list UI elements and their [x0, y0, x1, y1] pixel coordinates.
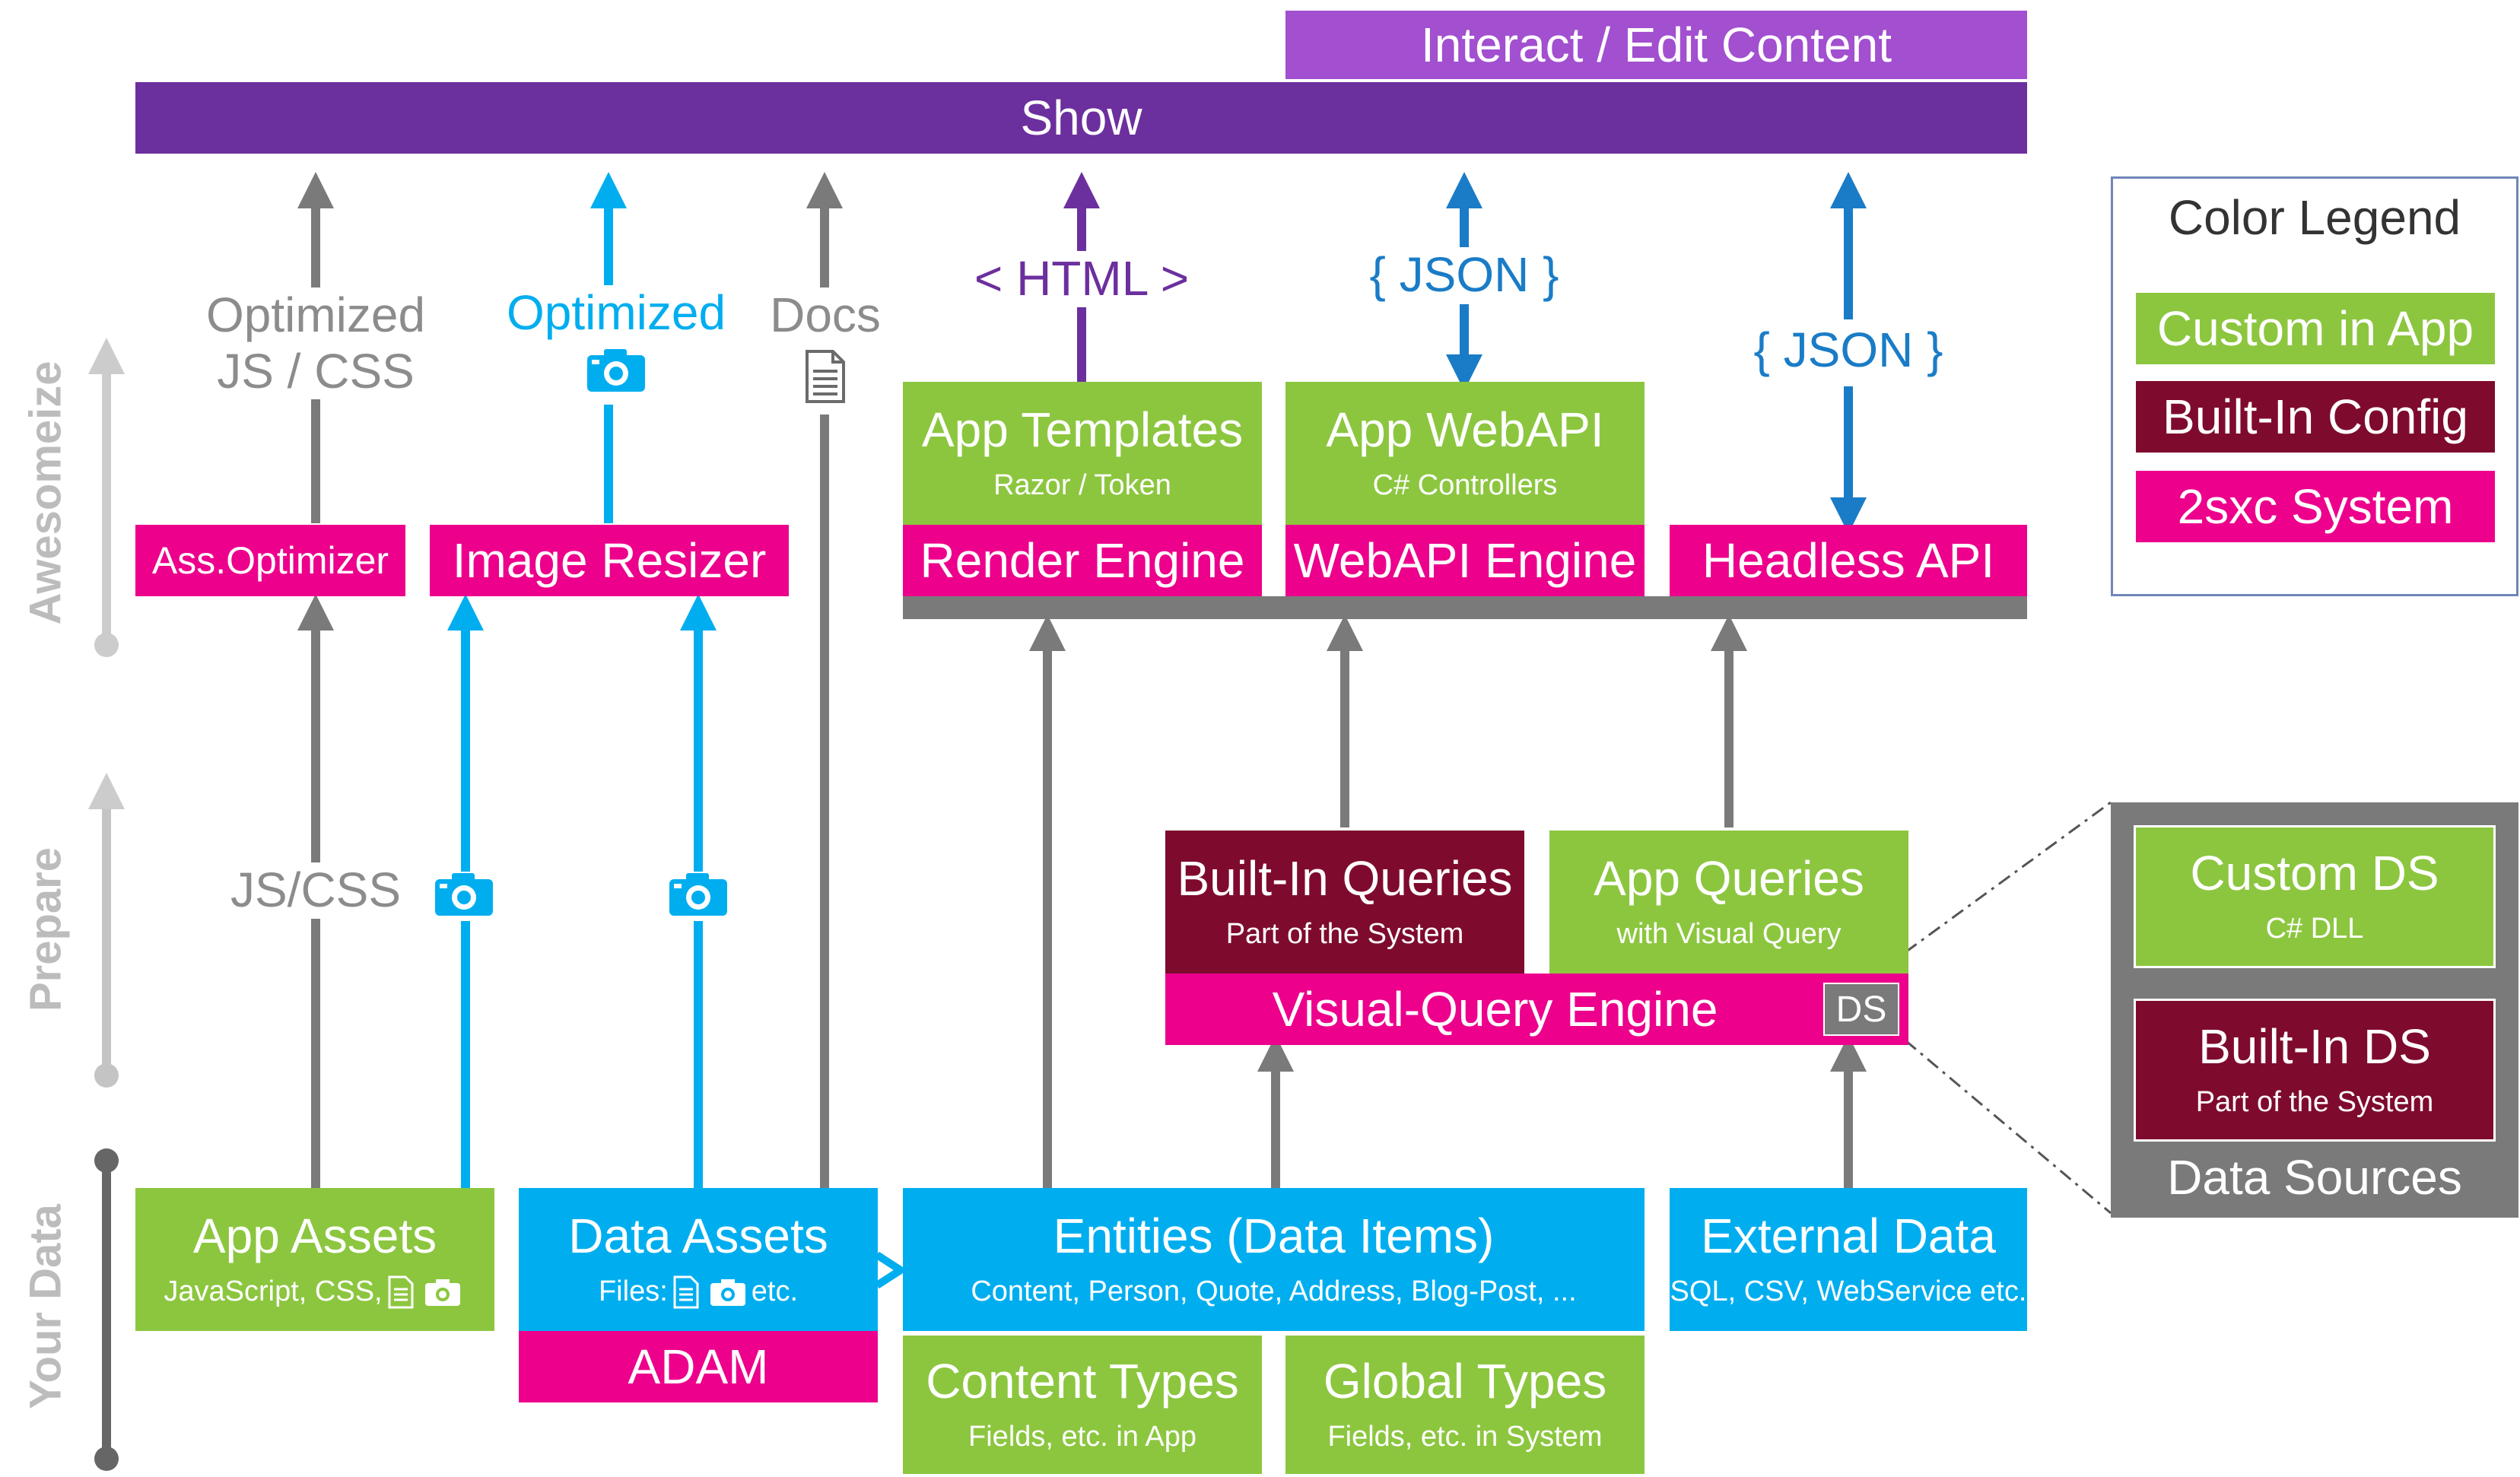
js-css-label: JS/CSS: [202, 862, 430, 919]
interact-edit-content-label: Interact / Edit Content: [1421, 17, 1892, 72]
builtin-ds-title: Built-In DS: [2198, 1019, 2431, 1074]
content-types-subtitle: Fields, etc. in App: [968, 1421, 1196, 1453]
data-assets-box: Data Assets Files: etc.: [519, 1188, 878, 1331]
camera-icon: [668, 872, 729, 921]
legend-custom-in-app: Custom in App: [2136, 293, 2495, 364]
builtin-ds-subtitle: Part of the System: [2195, 1086, 2434, 1119]
camera-icon: [710, 1279, 745, 1307]
app-queries-subtitle: with Visual Query: [1616, 918, 1842, 951]
show-label: Show: [1020, 90, 1142, 145]
visual-query-engine-label: Visual-Query Engine: [1272, 981, 1718, 1037]
data-sources-callout-lines: [1905, 801, 2112, 1215]
asset-optimizer-box: Ass.Optimizer: [135, 525, 405, 596]
document-icon: [749, 349, 901, 415]
document-icon: [388, 1275, 414, 1309]
external-data-box: External Data SQL, CSV, WebService etc.: [1670, 1188, 2027, 1331]
app-queries-box: App Queries with Visual Query: [1549, 831, 1908, 974]
adam-entities-connector: [875, 1251, 905, 1289]
app-templates-box: App Templates Razor / Token: [903, 382, 1262, 525]
ds-tag: DS: [1823, 983, 1899, 1036]
entities-title: Entities (Data Items): [1053, 1209, 1495, 1263]
global-types-box: Global Types Fields, etc. in System: [1285, 1331, 1645, 1474]
optimized-js-css-label: Optimized JS / CSS: [164, 287, 468, 400]
legend-built-in-config: Built-In Config: [2136, 381, 2495, 453]
content-types-box: Content Types Fields, etc. in App: [903, 1331, 1262, 1474]
entities-box: Entities (Data Items) Content, Person, Q…: [903, 1188, 1645, 1331]
app-assets-subtitle: JavaScript, CSS,: [164, 1275, 466, 1310]
camera-icon: [464, 348, 768, 405]
interact-edit-content-bar: Interact / Edit Content: [1285, 11, 2027, 79]
document-icon: [673, 1275, 699, 1309]
html-output-label: < HTML >: [930, 251, 1234, 307]
app-queries-title: App Queries: [1594, 851, 1864, 906]
color-legend: Color Legend Custom in App Built-In Conf…: [2111, 176, 2518, 596]
app-assets-box: App Assets JavaScript, CSS,: [135, 1188, 494, 1331]
engine-bar: [903, 596, 2027, 619]
side-label-your-data: Your Data: [21, 1204, 71, 1409]
side-axis-arrows: [88, 338, 125, 1471]
data-sources-panel: Custom DS C# DLL Built-In DS Part of the…: [2111, 802, 2518, 1218]
app-templates-title: App Templates: [921, 402, 1244, 457]
webapi-engine-box: WebAPI Engine: [1285, 525, 1645, 596]
external-data-subtitle: SQL, CSV, WebService etc.: [1670, 1275, 2027, 1308]
global-types-subtitle: Fields, etc. in System: [1327, 1421, 1603, 1453]
image-resizer-box: Image Resizer: [430, 525, 789, 596]
app-templates-subtitle: Razor / Token: [993, 469, 1171, 502]
legend-2sxc-system: 2sxc System: [2136, 471, 2495, 542]
external-data-title: External Data: [1701, 1209, 1996, 1263]
headless-api-box: Headless API: [1670, 525, 2027, 596]
app-webapi-title: App WebAPI: [1326, 402, 1604, 457]
app-webapi-subtitle: C# Controllers: [1372, 469, 1558, 502]
docs-label: Docs: [749, 287, 901, 415]
side-label-awesomeize: Awesomeize: [21, 361, 71, 625]
entities-subtitle: Content, Person, Quote, Address, Blog-Po…: [971, 1275, 1577, 1308]
side-label-prepare: Prepare: [21, 846, 71, 1012]
data-assets-title: Data Assets: [568, 1209, 828, 1263]
global-types-title: Global Types: [1323, 1354, 1607, 1409]
app-assets-title: App Assets: [192, 1209, 437, 1263]
builtin-ds-box: Built-In DS Part of the System: [2134, 999, 2496, 1142]
builtin-queries-box: Built-In Queries Part of the System: [1165, 831, 1524, 974]
custom-ds-subtitle: C# DLL: [2265, 913, 2364, 945]
adam-box: ADAM: [519, 1331, 878, 1402]
builtin-queries-subtitle: Part of the System: [1225, 918, 1464, 951]
engine-feed-arrows: [1029, 615, 1867, 1188]
json-webapi-label: { JSON }: [1350, 247, 1578, 303]
visual-query-engine-box: Visual-Query Engine: [1165, 974, 1908, 1045]
camera-icon: [424, 1279, 460, 1307]
show-bar: Show: [135, 82, 2027, 154]
color-legend-title: Color Legend: [2168, 190, 2461, 245]
json-headless-label: { JSON }: [1734, 322, 1962, 379]
render-engine-box: Render Engine: [903, 525, 1262, 596]
builtin-queries-title: Built-In Queries: [1177, 851, 1513, 906]
data-sources-label: Data Sources: [2167, 1150, 2462, 1205]
data-assets-subtitle: Files: etc.: [598, 1275, 799, 1309]
content-types-title: Content Types: [926, 1354, 1239, 1409]
custom-ds-box: Custom DS C# DLL: [2134, 825, 2496, 968]
app-webapi-box: App WebAPI C# Controllers: [1285, 382, 1645, 525]
optimized-images-label: Optimized: [464, 285, 768, 405]
camera-icon: [434, 872, 494, 921]
custom-ds-title: Custom DS: [2190, 846, 2439, 900]
